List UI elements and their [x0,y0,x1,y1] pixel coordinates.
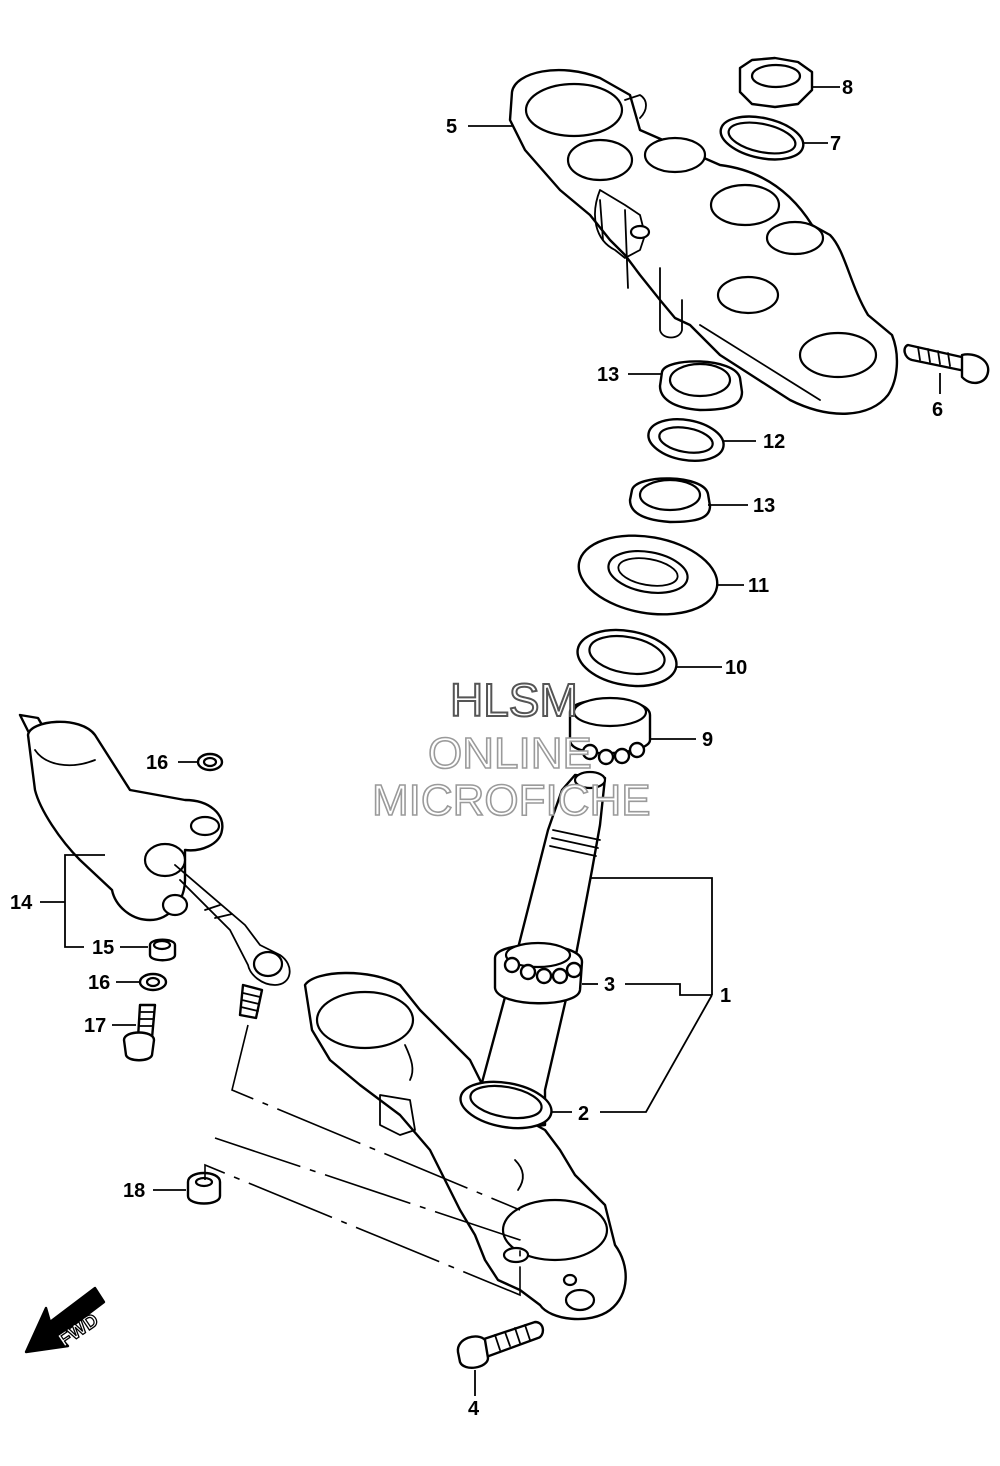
callout-4[interactable]: 4 [468,1398,480,1420]
damper-washer-lower-part[interactable] [138,972,168,992]
callout-13-upper[interactable]: 13 [597,364,619,386]
forward-arrow: FWD [24,1286,106,1354]
callout-3[interactable]: 3 [604,974,615,996]
lock-nut-upper-part[interactable] [658,360,744,412]
watermark-line-3: MICROFICHE [372,776,651,825]
damper-bolt-part[interactable] [122,1003,157,1062]
callout-16-upper[interactable]: 16 [146,752,168,774]
lower-bearing-part[interactable] [493,941,584,1005]
callout-1[interactable]: 1 [720,985,731,1007]
stem-top-nut-part[interactable] [738,56,814,109]
callout-11[interactable]: 11 [748,575,769,597]
lock-washer-part[interactable] [645,414,727,467]
callout-16-lower[interactable]: 16 [88,972,110,994]
bearing-race-part[interactable] [573,623,681,694]
callout-14[interactable]: 14 [10,892,33,914]
callout-5[interactable]: 5 [446,116,457,138]
lower-bracket-bolt-part[interactable] [456,1320,545,1369]
fwd-arrow-icon [24,1286,106,1354]
bracket-bolt-part[interactable] [903,343,990,385]
callout-2[interactable]: 2 [578,1103,589,1125]
callout-8[interactable]: 8 [842,77,853,99]
damper-nut-part[interactable] [186,1171,222,1205]
lower-seal-part[interactable] [457,1075,555,1134]
callout-15[interactable]: 15 [92,937,114,959]
watermark: HLSM ONLINE MICROFICHE [371,673,651,826]
callout-13-lower[interactable]: 13 [753,495,775,517]
assembly-line-damper-nut [204,1137,521,1297]
damper-washer-upper-part[interactable] [196,752,224,772]
damper-bushing-part[interactable] [148,938,177,962]
dust-seal-part[interactable] [572,525,723,624]
upper-bracket-part[interactable] [508,68,899,415]
watermark-line-1: HLSM [450,674,578,726]
upper-bearing-part[interactable] [568,696,652,766]
lock-nut-lower-part[interactable] [628,477,712,524]
assembly-line-damper-bolt [231,1024,521,1211]
callout-10[interactable]: 10 [725,657,747,679]
callout-6[interactable]: 6 [932,399,943,421]
callout-12[interactable]: 12 [763,431,785,453]
washer-part[interactable] [717,110,807,167]
lower-bracket-part[interactable] [303,971,627,1321]
steering-damper-part[interactable] [18,713,291,1020]
leader-lines [40,86,941,1396]
callout-7[interactable]: 7 [830,133,841,155]
watermark-line-2: ONLINE [428,729,592,778]
callout-17[interactable]: 17 [84,1015,106,1037]
callout-18[interactable]: 18 [123,1180,145,1202]
callout-9[interactable]: 9 [702,729,713,751]
callout-labels: 1 2 3 4 5 6 7 8 9 10 11 12 13 13 14 15 1… [10,77,943,1420]
